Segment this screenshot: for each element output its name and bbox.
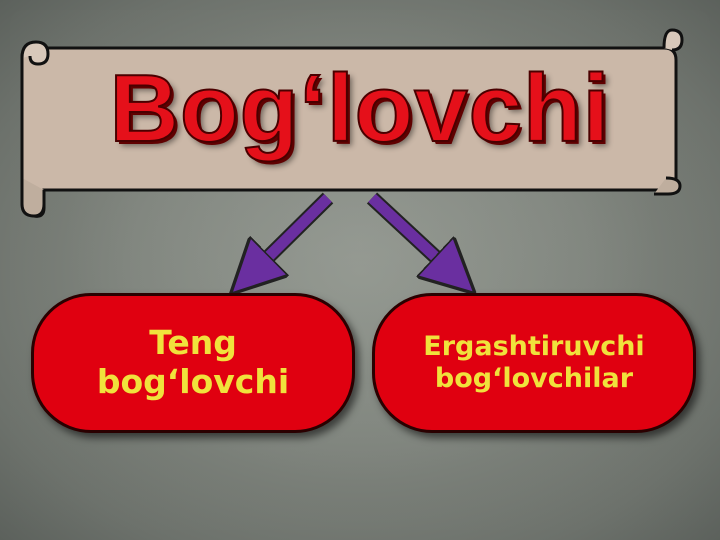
branch-line-1: Teng bbox=[149, 323, 237, 363]
branch-line-2: bog‘lovchi bbox=[96, 362, 290, 401]
branch-box-teng: Teng bog‘lovchi bbox=[31, 293, 355, 433]
branch-line-1: Ergashtiruvchi bbox=[423, 331, 645, 363]
branch-line-2: bog‘lovchilar bbox=[434, 363, 634, 394]
page-title: Bog‘lovchi bbox=[109, 54, 611, 163]
branch-box-ergashtiruvchi: Ergashtiruvchi bog‘lovchilar bbox=[372, 293, 696, 433]
scroll-banner bbox=[20, 28, 684, 218]
